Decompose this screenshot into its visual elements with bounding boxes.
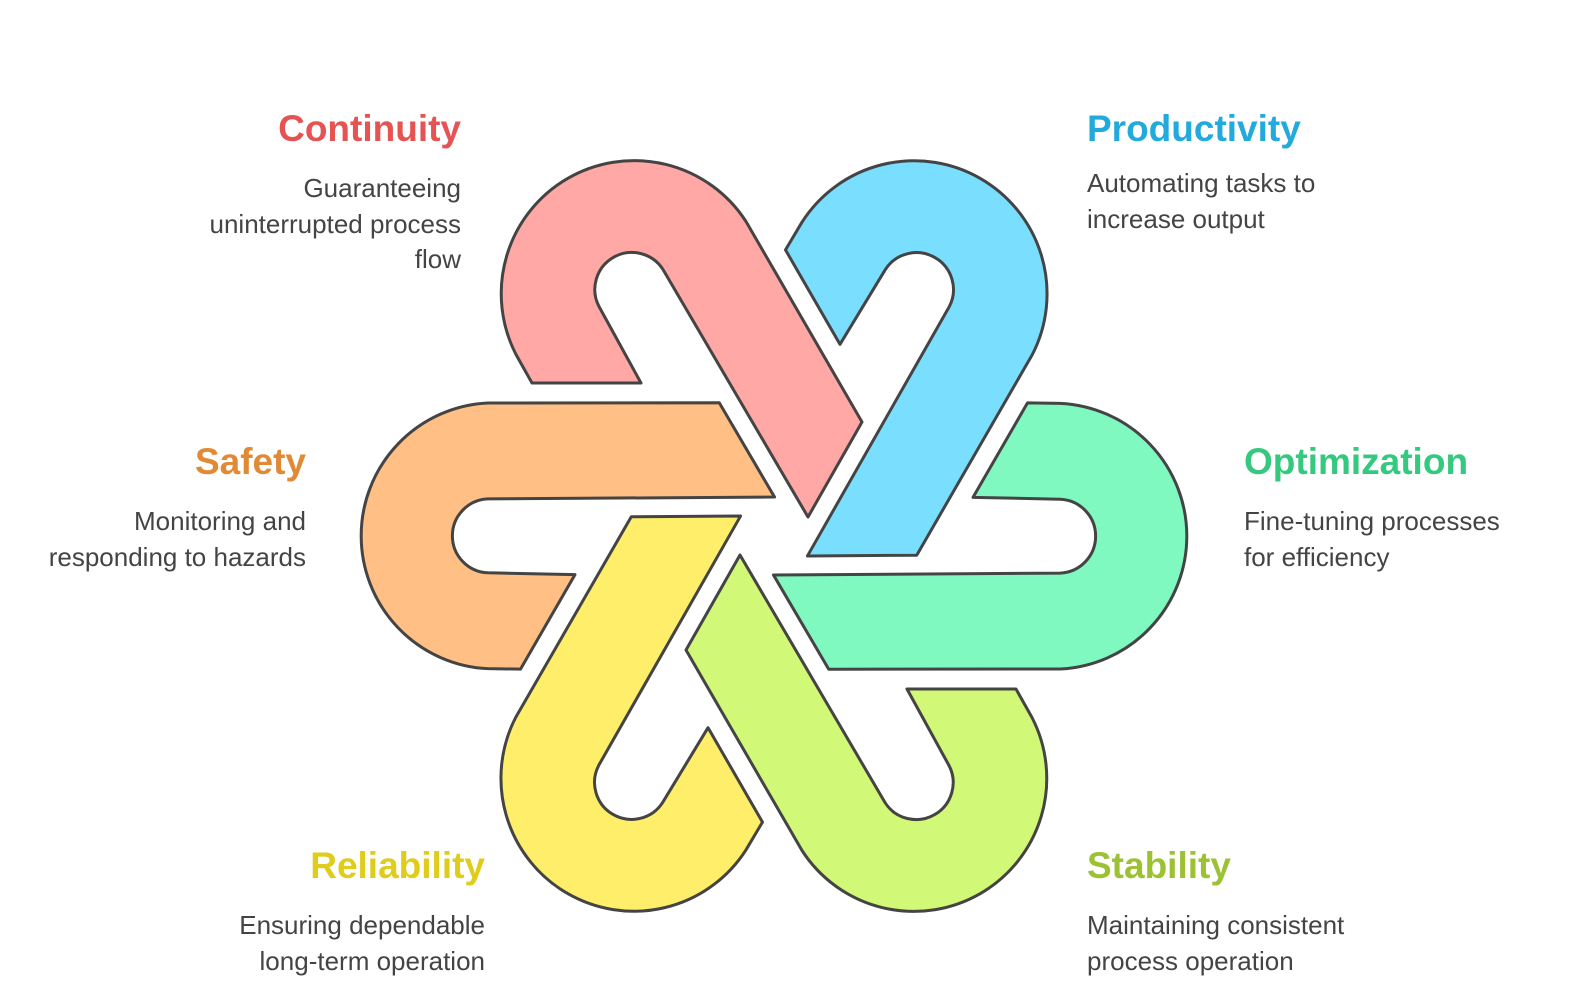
reliability-hook-shape xyxy=(499,514,764,913)
continuity-description: Guaranteeing uninterrupted process flow xyxy=(209,173,461,274)
reliability-block: Reliability Ensuring dependable long-ter… xyxy=(25,844,485,979)
safety-title: Safety xyxy=(194,441,306,482)
stability-description: Maintaining consistent process operation xyxy=(1087,910,1345,976)
continuity-hook-shape xyxy=(499,159,864,519)
reliability-description: Ensuring dependable long-term operation xyxy=(239,910,485,976)
optimization-block: Optimization Fine-tuning processes for e… xyxy=(1244,440,1584,575)
continuity-title: Continuity xyxy=(278,108,461,149)
safety-block: Safety Monitoring and responding to haza… xyxy=(0,440,306,575)
continuity-block: Continuity Guaranteeing uninterrupted pr… xyxy=(1,107,461,278)
productivity-description: Automating tasks to increase output xyxy=(1087,168,1316,234)
stability-hook-shape xyxy=(684,553,1049,913)
stability-block: Stability Maintaining consistent process… xyxy=(1087,844,1547,979)
productivity-title: Productivity xyxy=(1087,108,1301,149)
safety-description: Monitoring and responding to hazards xyxy=(48,506,306,572)
productivity-block: Productivity Automating tasks to increas… xyxy=(1087,107,1547,237)
optimization-hook-shape xyxy=(771,401,1189,671)
optimization-title: Optimization xyxy=(1244,441,1469,482)
productivity-hook-shape xyxy=(784,159,1049,558)
stability-title: Stability xyxy=(1087,845,1231,886)
reliability-title: Reliability xyxy=(310,845,485,886)
optimization-description: Fine-tuning processes for efficiency xyxy=(1244,506,1500,572)
safety-hook-shape xyxy=(359,401,777,671)
